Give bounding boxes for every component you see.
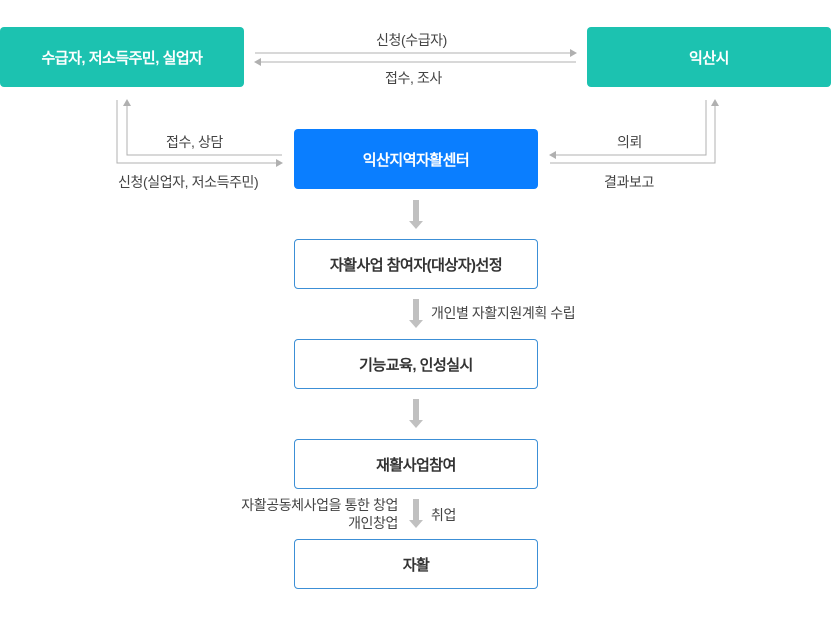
label-receive-survey: 접수, 조사 bbox=[385, 70, 442, 86]
arrow-center-to-beneficiaries bbox=[123, 99, 282, 156]
arrow-beneficiaries-to-center bbox=[116, 100, 283, 167]
down-arrow-4 bbox=[409, 499, 423, 528]
label-employment: 취업 bbox=[431, 507, 456, 523]
down-arrow-1 bbox=[409, 200, 423, 229]
down-arrow-3 bbox=[409, 399, 423, 428]
label-startup-line2: 개인창업 bbox=[348, 515, 398, 531]
down-arrow-2 bbox=[409, 299, 423, 328]
center-node: 익산지역자활센터 bbox=[294, 129, 538, 189]
selection-node: 자활사업 참여자(대상자)선정 bbox=[294, 239, 538, 289]
label-request: 의뢰 bbox=[617, 134, 642, 150]
label-startup-line1: 자활공동체사업을 통한 창업 bbox=[241, 497, 398, 513]
participation-node: 재활사업참여 bbox=[294, 439, 538, 489]
label-receive-consult: 접수, 상담 bbox=[166, 134, 223, 150]
label-apply-beneficiary: 신청(수급자) bbox=[376, 32, 447, 48]
label-individual-plan: 개인별 자활지원계획 수립 bbox=[431, 305, 576, 321]
label-report: 결과보고 bbox=[604, 174, 654, 190]
training-node: 기능교육, 인성실시 bbox=[294, 339, 538, 389]
beneficiaries-node: 수급자, 저소득주민, 실업자 bbox=[0, 27, 244, 87]
arrow-center-to-city bbox=[550, 99, 719, 164]
city-node: 익산시 bbox=[587, 27, 831, 87]
self-support-node: 자활 bbox=[294, 539, 538, 589]
label-apply-unemployed: 신청(실업자, 저소득주민) bbox=[118, 174, 259, 190]
arrow-city-to-center bbox=[549, 100, 707, 159]
